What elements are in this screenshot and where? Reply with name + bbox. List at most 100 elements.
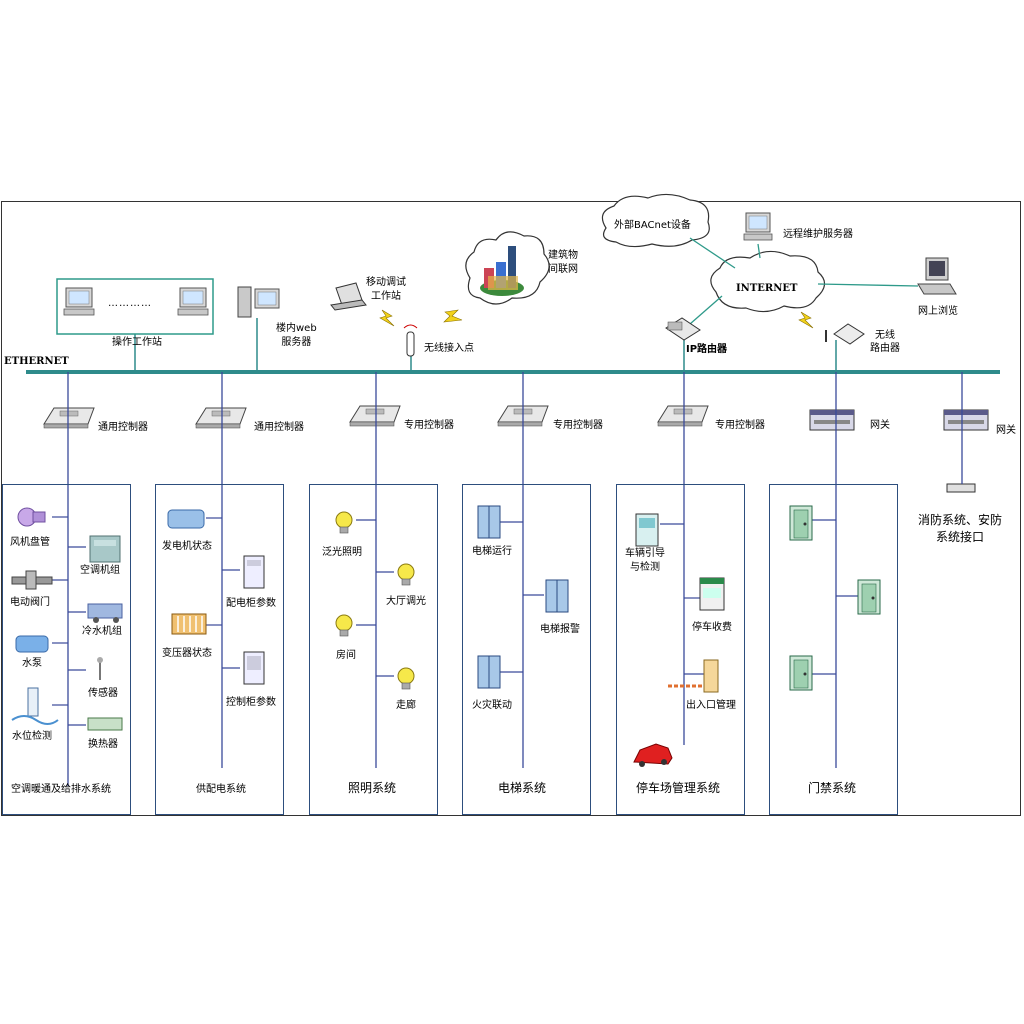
fire-security-label: 消防系统、安防 系统接口: [918, 513, 1003, 544]
item-label: 泛光照明: [322, 547, 362, 558]
panel-hvac: [2, 484, 131, 815]
item-label: 电梯运行: [472, 546, 512, 557]
door-icon: [857, 579, 881, 615]
chiller-icon: [87, 603, 123, 623]
bacnet-cloud-icon: [601, 193, 710, 248]
panel-power: [155, 484, 284, 815]
controller-icon: [349, 405, 401, 427]
building-cloud-icon: [465, 231, 550, 305]
controller-icon: [657, 405, 709, 427]
controller-icon: [43, 407, 95, 429]
gateway-label: 网关: [870, 420, 890, 431]
lightning-icon: [798, 311, 814, 329]
controller-label: 通用控制器: [98, 422, 148, 433]
wireless-router-icon: [825, 323, 865, 345]
bulb-icon: [397, 667, 415, 690]
gateway-icon: [809, 409, 855, 431]
control-cabinet-icon: [243, 651, 265, 685]
air-unit-icon: [89, 535, 121, 563]
item-label: 水泵: [22, 658, 42, 669]
panel-lighting: [309, 484, 438, 815]
car-icon: [633, 743, 673, 767]
computer-icon-2: [177, 287, 209, 316]
item-label: 空调机组: [80, 565, 120, 576]
guidance-screen-icon: [635, 513, 659, 547]
bulb-icon: [335, 614, 353, 637]
web-browse-label: 网上浏览: [918, 306, 958, 317]
lightning-icon: [443, 309, 463, 323]
controller-label: 通用控制器: [254, 422, 304, 433]
item-label: 变压器状态: [162, 648, 212, 659]
browse-computer-icon: [917, 257, 957, 295]
laptop-icon: [330, 282, 367, 311]
fire-interface-icon: [946, 483, 976, 493]
panel-elevator: [462, 484, 591, 815]
server-icon: [237, 286, 280, 318]
controller-label: 专用控制器: [715, 420, 765, 431]
item-label: 传感器: [88, 688, 118, 699]
item-label: 停车收费: [692, 622, 732, 633]
lightning-icon: [379, 309, 395, 327]
external-bacnet-label: 外部BACnet设备: [614, 220, 691, 231]
panel-title-access: 门禁系统: [808, 781, 857, 795]
gateway-icon: [943, 409, 989, 431]
transformer-icon: [171, 613, 207, 635]
item-label: 冷水机组: [82, 626, 122, 637]
item-label: 大厅调光: [386, 596, 426, 607]
panel-parking: [616, 484, 745, 815]
ethernet-label: ETHERNET: [4, 356, 69, 367]
water-level-icon: [11, 687, 59, 725]
door-icon: [789, 655, 813, 691]
building-iot-label: 建筑物 间联网: [548, 250, 578, 275]
wireless-ap-label: 无线接入点: [424, 343, 474, 354]
fan-coil-icon: [17, 507, 46, 527]
ip-router-label: IP路由器: [686, 344, 728, 355]
item-label: 水位检测: [12, 731, 52, 742]
router-icon: [665, 317, 701, 341]
controller-icon: [195, 407, 247, 429]
panel-title-lighting: 照明系统: [348, 781, 397, 795]
elevator-icon: [477, 655, 501, 689]
panel-title-parking: 停车场管理系统: [636, 781, 721, 795]
remote-computer-icon: [743, 212, 773, 241]
item-label: 房间: [336, 650, 356, 661]
computer-icon-1: [63, 287, 95, 316]
panel-title-elevator: 电梯系统: [498, 781, 547, 795]
item-label: 配电柜参数: [226, 598, 276, 609]
panel-access: [769, 484, 898, 815]
wireless-router-label: 无线 路由器: [870, 330, 900, 354]
panel-title-hvac: 空调暖通及给排水系统: [11, 784, 111, 795]
item-label: 车辆引导 与检测: [625, 548, 665, 573]
panel-title-power: 供配电系统: [196, 784, 246, 795]
controller-label: 专用控制器: [404, 420, 454, 431]
item-label: 发电机状态: [162, 541, 212, 552]
web-server-label: 楼内web 服务器: [276, 323, 317, 348]
cabinet-icon: [243, 555, 265, 589]
operator-station-box: [56, 278, 214, 335]
remote-server-label: 远程维护服务器: [783, 229, 853, 240]
sensor-icon: [97, 657, 103, 680]
item-label: 出入口管理: [686, 700, 736, 711]
item-label: 控制柜参数: [226, 697, 276, 708]
controller-label: 专用控制器: [553, 420, 603, 431]
gateway-label: 网关: [996, 425, 1016, 436]
item-label: 火灾联动: [472, 700, 512, 711]
bulb-icon: [397, 563, 415, 586]
pump-icon: [15, 635, 49, 653]
antenna-icon: [403, 324, 418, 357]
barrier-gate-icon: [668, 659, 719, 693]
item-label: 走廊: [396, 700, 416, 711]
internet-label: INTERNET: [736, 283, 798, 294]
toll-booth-icon: [699, 577, 725, 611]
bulb-icon: [335, 511, 353, 534]
door-icon: [789, 505, 813, 541]
valve-icon: [11, 570, 53, 590]
elevator-icon: [545, 579, 569, 613]
elevator-icon: [477, 505, 501, 539]
heat-exchanger-icon: [87, 717, 123, 731]
item-label: 换热器: [88, 739, 118, 750]
diagram-frame: [1, 201, 1021, 816]
item-label: 风机盘管: [10, 537, 50, 548]
internet-cloud-icon: [710, 250, 826, 313]
